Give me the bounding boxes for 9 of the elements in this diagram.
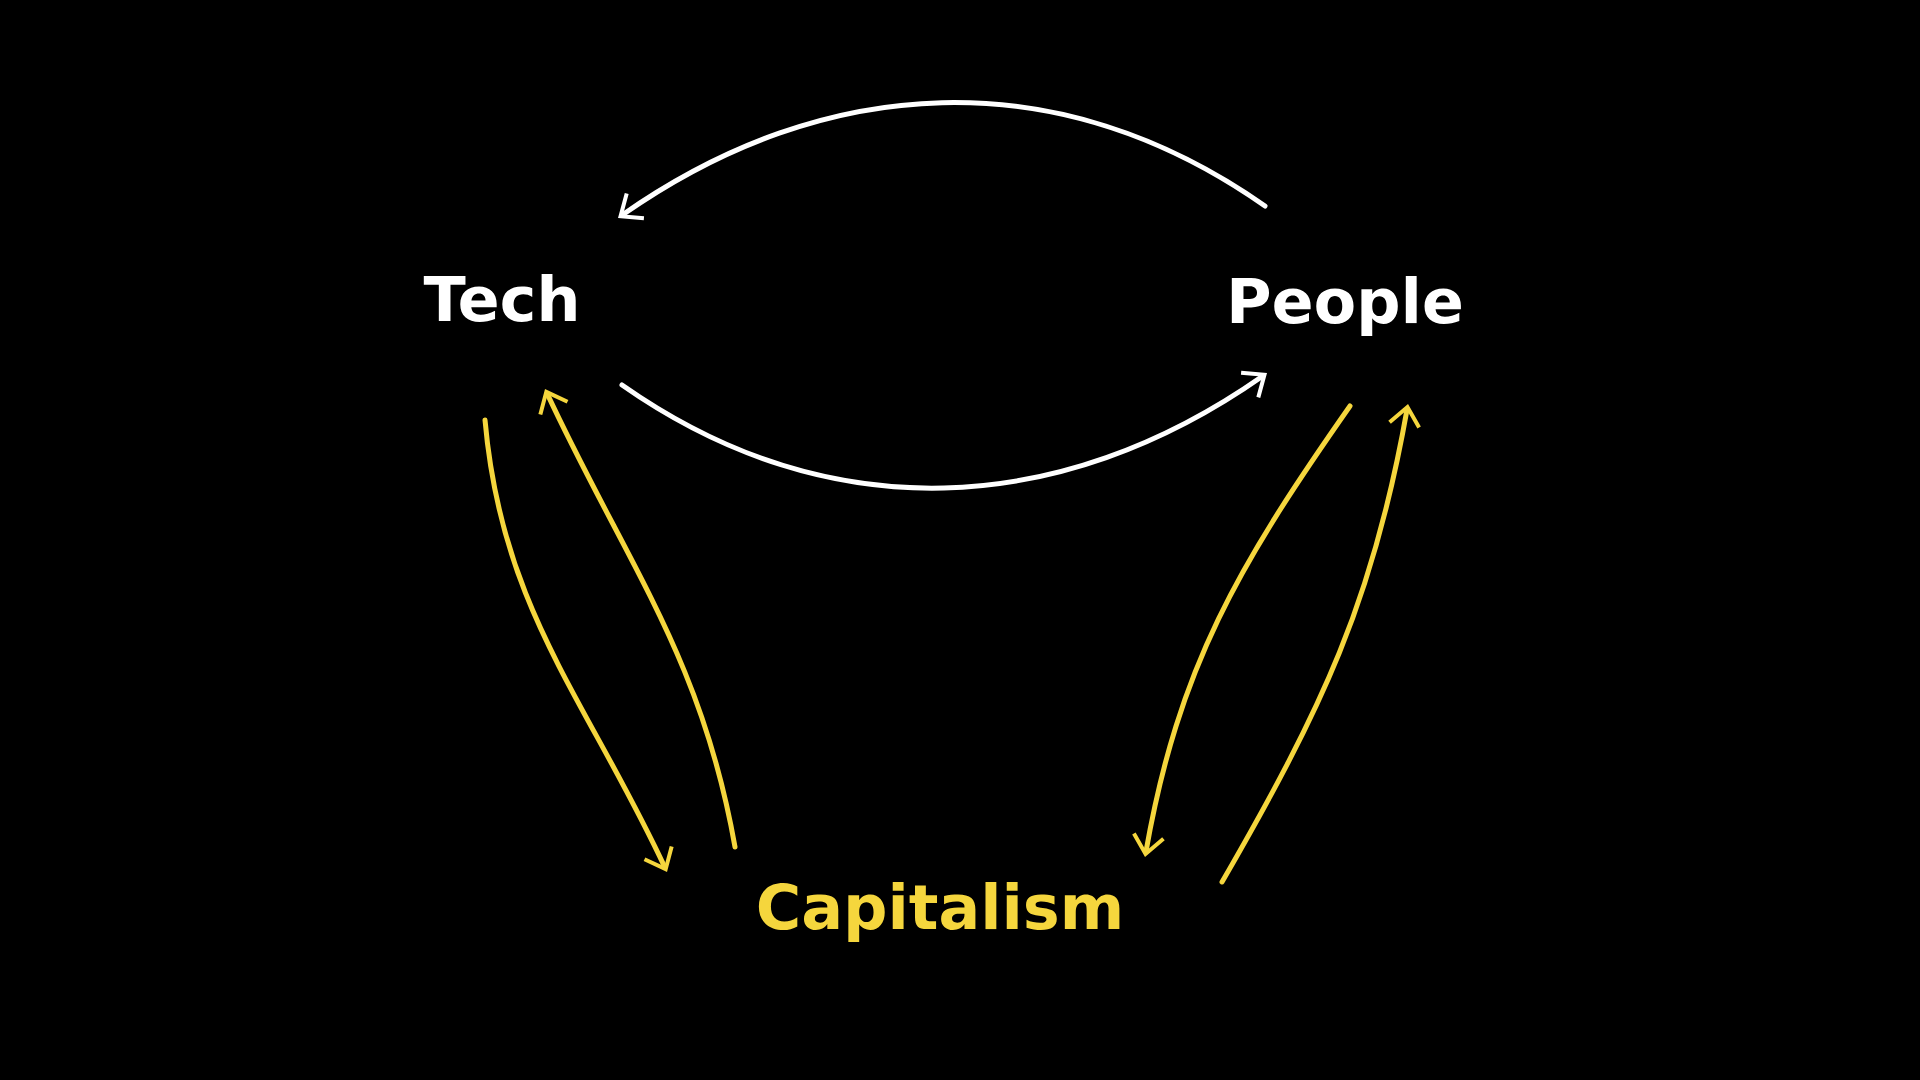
arrow xyxy=(619,370,1267,491)
node-label: Capitalism xyxy=(758,882,1120,942)
arrow xyxy=(482,417,674,872)
node-label: Tech xyxy=(423,274,576,322)
arrow xyxy=(618,100,1268,221)
node-label: People xyxy=(1231,276,1461,336)
arrow xyxy=(1132,403,1353,857)
arrow xyxy=(1219,404,1421,885)
arrow xyxy=(538,389,738,850)
